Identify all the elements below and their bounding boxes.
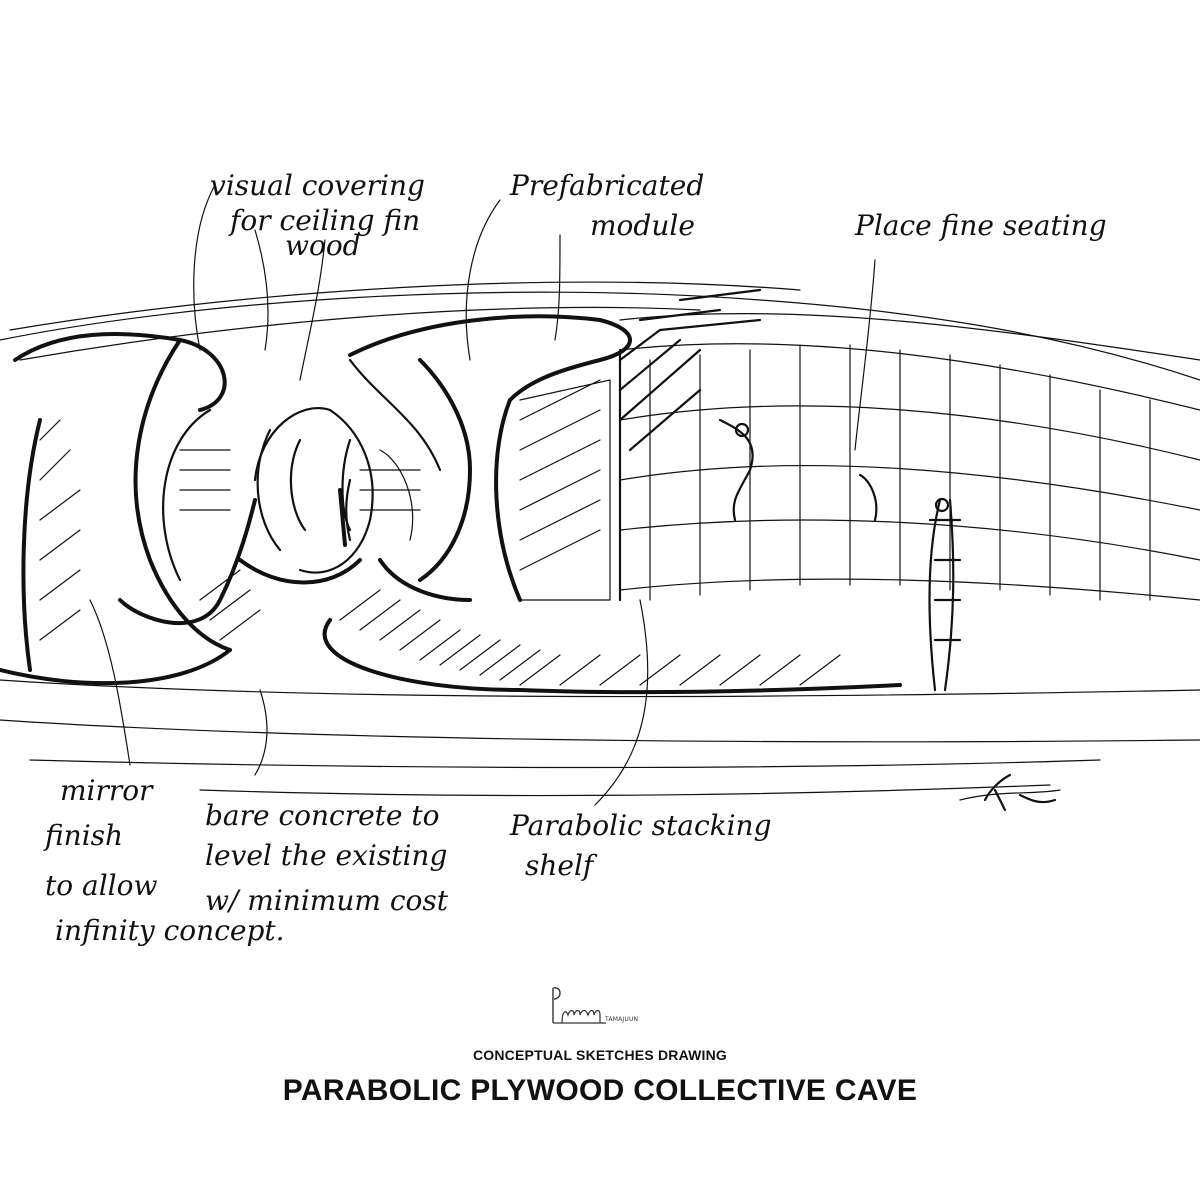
note-visual-covering-line1: visual covering [210, 169, 425, 202]
note-mirror-line4: infinity concept. [55, 914, 285, 947]
tunnel-rings [179, 428, 421, 552]
annotation-arrows [89, 184, 876, 806]
floor-lines [0, 679, 1200, 801]
note-visual-covering-line2: for ceiling fin [228, 204, 420, 237]
stacking-shelf [618, 343, 1200, 602]
note-concrete-line2: level the existing [205, 839, 447, 872]
note-parabolic-line2: shelf [525, 849, 598, 882]
hatching [39, 288, 841, 686]
note-mirror-line3: to allow [45, 869, 157, 902]
architectural-sketch: visual covering for ceiling fin wood Pre… [0, 169, 1200, 947]
central-arch-module [322, 314, 902, 695]
note-visual-covering-line3: wood [285, 229, 361, 262]
logo-tagline: TAMAJUUN [605, 1016, 639, 1023]
note-parabolic-line1: Parabolic stacking [509, 809, 772, 842]
signature [983, 773, 1057, 812]
human-figures [345, 418, 962, 692]
note-prefabricated-line2: module [590, 209, 695, 242]
note-concrete-line3: w/ minimum cost [205, 884, 449, 917]
note-place-seating: Place fine seating [854, 209, 1107, 242]
brand-logo [548, 985, 678, 1025]
caption-title: PARABOLIC PLYWOOD COLLECTIVE CAVE [282, 1074, 918, 1107]
note-mirror-line2: finish [43, 819, 123, 852]
note-concrete-line1: bare concrete to [205, 799, 440, 832]
caption-subtitle: CONCEPTUAL SKETCHES DRAWING [472, 1047, 728, 1063]
ceiling-lines [0, 281, 1200, 381]
note-prefabricated-line1: Prefabricated [509, 169, 704, 202]
note-mirror-line1: mirror [60, 774, 154, 807]
left-arch-module [0, 332, 374, 686]
